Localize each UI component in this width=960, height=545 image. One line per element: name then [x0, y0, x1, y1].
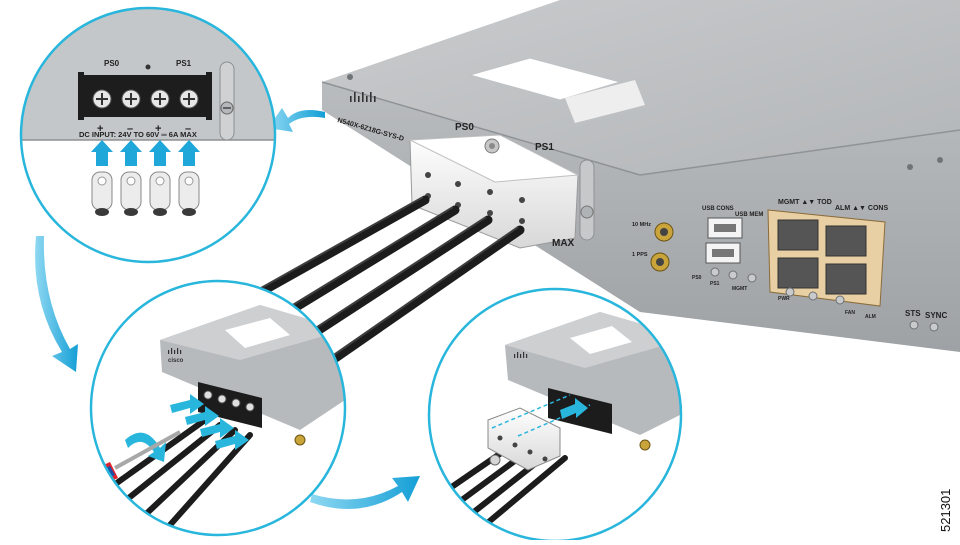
callout-arrow-to-left — [35, 236, 78, 372]
power-terminal-cover — [408, 134, 580, 249]
led-ps0-label: PS0 — [692, 275, 702, 281]
right-insert-arrow — [560, 398, 588, 419]
port-10mhz-label: 10 MHz — [632, 222, 651, 228]
alm-cons-label: ALM ▲▼ CONS — [835, 205, 888, 212]
figure-number: 521301 — [938, 489, 953, 532]
left-brand-label: cisco — [168, 358, 184, 364]
ground-bracket — [219, 61, 235, 141]
terminal-cover-piece — [487, 407, 561, 471]
cover-ps0-label: PS0 — [455, 122, 474, 133]
port-1pps-label: 1 PPS — [632, 252, 648, 258]
right-cisco-logo — [514, 352, 528, 358]
detail-callout-top — [19, 6, 277, 264]
dc-input-rating-label: DC INPUT: 24V TO 60V ═ 6A MAX — [79, 130, 197, 139]
insert-lug-arrows — [91, 140, 200, 166]
led-sts-label: STS — [905, 309, 921, 318]
led-pwr-label: PWR — [778, 296, 790, 302]
callout-arrow-to-top — [268, 108, 325, 132]
led-mgmt-label: MGMT — [732, 286, 747, 292]
usb-cons-label: USB CONS — [702, 206, 734, 212]
left-cisco-logo — [168, 348, 182, 354]
left-terminal-block — [198, 382, 262, 428]
detail-ps0-label: PS0 — [104, 59, 120, 68]
led-alm-label: ALM — [865, 314, 876, 320]
detail-ps1-label: PS1 — [176, 59, 192, 68]
tighten-rotation-arrow — [125, 432, 166, 462]
ground-lug — [579, 159, 595, 241]
rj45-port-block — [767, 209, 886, 307]
mgmt-tod-label: MGMT ▲▼ TOD — [778, 199, 832, 206]
usb-ports — [705, 217, 743, 264]
timing-ports — [650, 222, 674, 272]
led-fan-label: FAN — [845, 310, 855, 316]
led-ps1-label: PS1 — [710, 281, 720, 287]
left-insert-arrows — [170, 394, 249, 450]
led-sync-label: SYNC — [925, 311, 947, 320]
cover-ps1-label: PS1 — [535, 142, 554, 153]
polarity-minus-a: – — [127, 123, 133, 135]
ring-lug-terminals — [91, 171, 200, 216]
cover-max-label: MAX — [552, 238, 575, 249]
terminal-block — [78, 72, 212, 120]
cisco-logo — [350, 92, 376, 102]
detail-callout-left — [89, 279, 347, 537]
polarity-plus-a: + — [97, 123, 103, 135]
polarity-minus-b: – — [185, 123, 191, 135]
callout-arrow-to-right — [310, 476, 420, 510]
usb-mem-label: USB MEM — [735, 212, 763, 218]
polarity-plus-b: + — [155, 123, 161, 135]
status-leds — [710, 267, 939, 332]
